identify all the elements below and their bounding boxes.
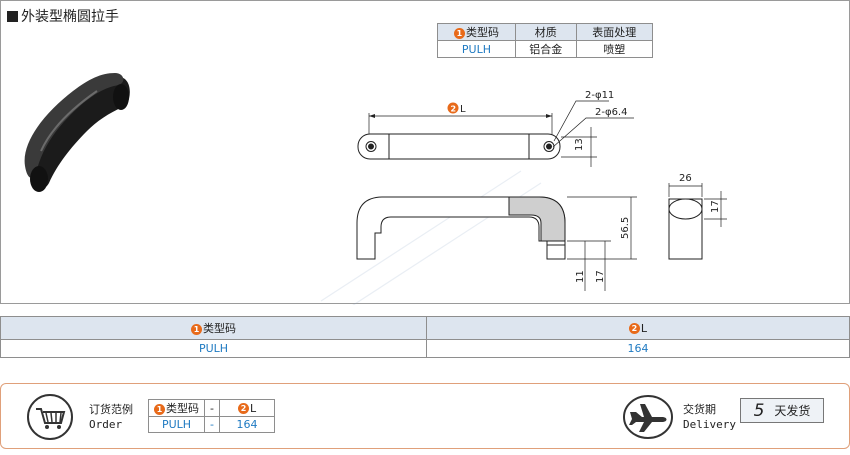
badge-1: 1: [191, 323, 202, 335]
page-title: 外装型椭圆拉手: [7, 6, 119, 26]
dim-17-section: 17: [710, 200, 721, 213]
dim-L-badge: [447, 102, 459, 114]
watermark: [320, 170, 542, 305]
dim-13: 13: [574, 138, 585, 151]
param-cell-L: 164: [426, 339, 850, 358]
order-cell-sep: -: [204, 416, 220, 433]
order-cell-L: 164: [218, 416, 276, 433]
dim-hole-inner: 2-φ6.4: [595, 107, 627, 118]
order-header-sep: -: [204, 399, 220, 417]
badge-2: 2: [628, 323, 640, 334]
order-cell-type: PULH: [148, 416, 205, 433]
delivery-unit: 天发货: [774, 404, 811, 418]
title-marker: [7, 10, 18, 22]
badge-1: 1: [453, 27, 465, 39]
material-cell-finish: 喷塑: [575, 40, 653, 58]
dim-56-5: 56.5: [620, 217, 631, 239]
side-view: [356, 196, 637, 291]
material-header-material: 材质: [514, 23, 577, 41]
dim-L-badge-text: 2: [451, 105, 457, 114]
technical-drawing: 2 L 2-φ11 2-φ6.4 13 56.5 11 17 26 17: [24, 73, 727, 305]
delivery-label-en: Delivery: [683, 418, 736, 431]
order-label-en: Order: [89, 418, 123, 431]
badge-1: 1: [154, 403, 165, 415]
material-cell-type: PULH: [437, 40, 516, 58]
delivery-label: 交货期 Delivery: [683, 402, 736, 432]
delivery-days: 5: [753, 400, 765, 421]
material-cell-material: 铝合金: [514, 40, 577, 58]
dim-hole-outer: 2-φ11: [585, 90, 614, 101]
dim-26: 26: [679, 173, 692, 184]
dim-L-label: L: [460, 104, 466, 115]
order-label: 订货范例 Order: [89, 402, 133, 432]
param-cell-type: PULH: [0, 339, 427, 358]
handle-photo: [24, 73, 130, 192]
material-header-finish: 表面处理: [575, 23, 653, 41]
delivery-label-cn: 交货期: [683, 403, 716, 416]
delivery-box: 5 天发货: [740, 398, 824, 423]
section-view: [668, 183, 727, 260]
dim-11: 11: [575, 270, 586, 283]
airplane-icon: [622, 394, 674, 440]
badge-2: 2: [237, 403, 249, 414]
product-panel: 外装型椭圆拉手: [0, 0, 850, 305]
order-label-cn: 订货范例: [89, 403, 133, 416]
title-text: 外装型椭圆拉手: [21, 9, 119, 25]
top-view: [357, 100, 634, 167]
dim-17-side: 17: [595, 270, 606, 283]
cart-icon: [27, 394, 73, 440]
